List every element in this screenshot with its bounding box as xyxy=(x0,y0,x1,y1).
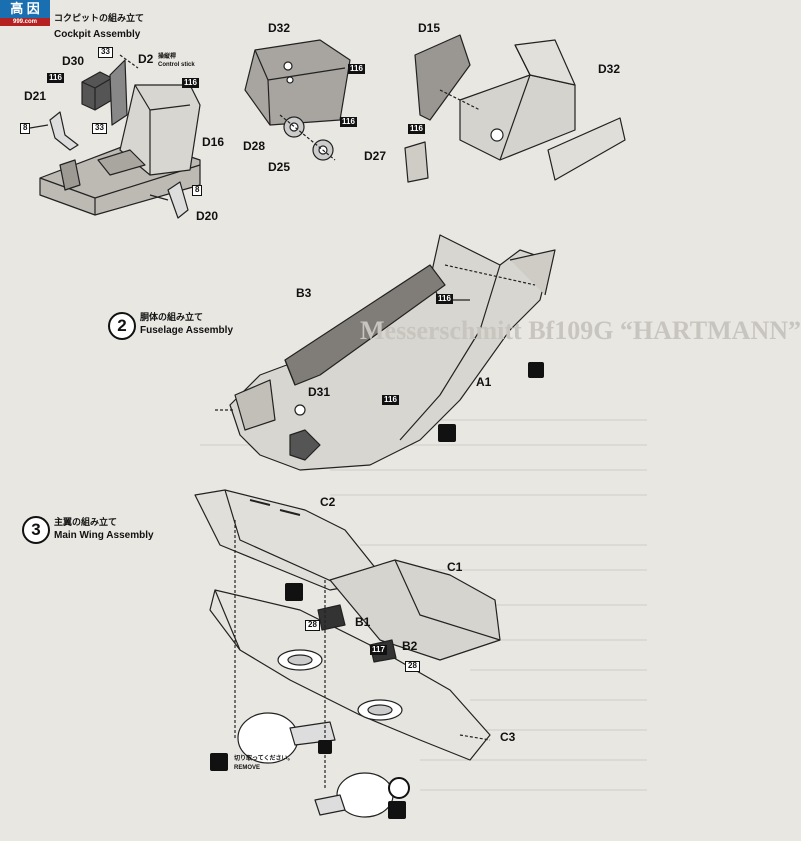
paint-116: 116 xyxy=(436,294,453,304)
paint-116: 116 xyxy=(408,124,425,134)
part-d21: D21 xyxy=(24,89,47,103)
part-d32: D32 xyxy=(268,21,291,35)
paint-33: 33 xyxy=(98,47,113,58)
part-d2: D2 xyxy=(138,52,154,66)
watermark-logo: 高 因 999.com xyxy=(0,0,50,26)
note-remove-en: REMOVE xyxy=(234,765,261,771)
part-a1: A1 xyxy=(476,375,492,389)
part-d30: D30 xyxy=(62,54,85,68)
paint-28: 28 xyxy=(405,661,420,672)
paint-8: 8 xyxy=(192,185,203,196)
paint-116: 116 xyxy=(348,64,365,74)
assembly-diagram xyxy=(29,34,647,818)
paint-33: 33 xyxy=(92,123,107,134)
paint-116: 116 xyxy=(47,73,64,83)
glue-icon xyxy=(438,424,456,442)
part-d20: D20 xyxy=(196,209,219,223)
instruction-page: 高 因 999.com Messerschmitt Bf109G “HARTMA… xyxy=(0,0,801,819)
note-control-stick-ja: 操縦桿 xyxy=(158,54,177,60)
wing-c2 xyxy=(194,489,386,591)
step3-title-en: Main Wing Assembly xyxy=(54,530,154,541)
step1-title-ja: コクピットの組み立て xyxy=(54,13,145,23)
background-title: Messerschmitt Bf109G “HARTMANN” xyxy=(360,316,801,345)
part-d31: D31 xyxy=(308,385,331,399)
part-b3: B3 xyxy=(296,286,312,300)
paint-116: 116 xyxy=(182,78,199,88)
step3-title-ja: 主翼の組み立て xyxy=(54,517,118,527)
paint-116: 116 xyxy=(340,117,357,127)
panel-d32 xyxy=(244,39,351,126)
part-b1: B1 xyxy=(355,615,371,629)
caution-icon xyxy=(528,362,544,378)
paint-116: 116 xyxy=(382,395,399,405)
drill-icon xyxy=(210,753,228,771)
step2-title-ja: 胴体の組み立て xyxy=(140,312,204,322)
part-c1: C1 xyxy=(447,560,463,574)
part-d28: D28 xyxy=(243,139,266,153)
note-control-stick-en: Control stick xyxy=(158,62,195,68)
paint-8: 8 xyxy=(20,123,31,134)
glue-icon xyxy=(318,740,332,754)
step3-number: 3 xyxy=(22,516,50,544)
part-d15: D15 xyxy=(418,21,441,35)
step2-number: 2 xyxy=(108,312,136,340)
part-c3: C3 xyxy=(500,730,516,744)
part-d25: D25 xyxy=(268,160,291,174)
part-d27: D27 xyxy=(364,149,387,163)
step1-title-en: Cockpit Assembly xyxy=(54,29,141,40)
part-d16: D16 xyxy=(202,135,225,149)
part-d32-right: D32 xyxy=(598,62,621,76)
fuselage-a1 xyxy=(229,234,551,471)
paint-28: 28 xyxy=(305,620,320,631)
part-c2: C2 xyxy=(320,495,336,509)
note-remove-ja: 切り取ってください。 xyxy=(234,756,294,762)
watermark-domain: 999.com xyxy=(0,18,50,26)
drill-icon xyxy=(388,801,406,819)
part-b2: B2 xyxy=(402,639,418,653)
info-icon xyxy=(388,777,410,799)
step2-title-en: Fuselage Assembly xyxy=(140,325,234,336)
paint-117: 117 xyxy=(370,645,387,655)
wing-lower xyxy=(209,589,491,761)
glue-icon xyxy=(285,583,303,601)
